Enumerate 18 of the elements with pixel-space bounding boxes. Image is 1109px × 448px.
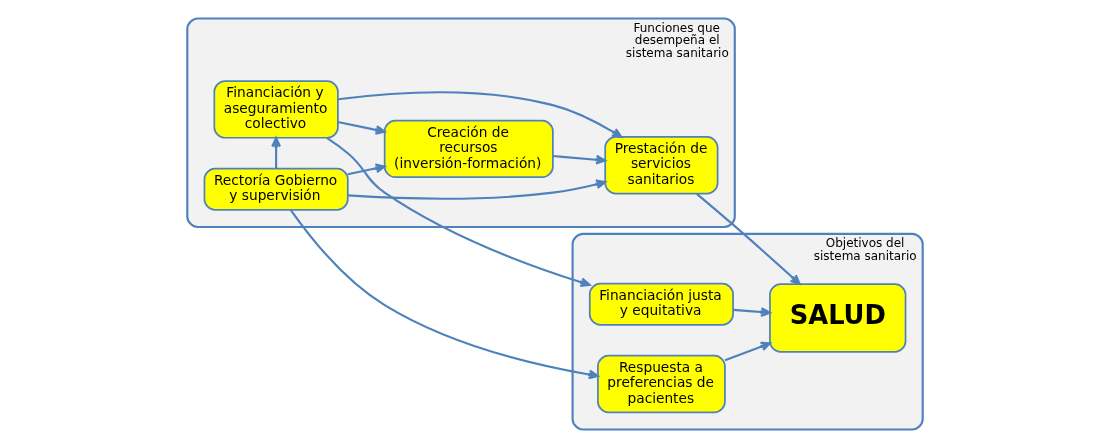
node-box: Financiación justa y equitativa	[588, 282, 734, 326]
arrow	[695, 193, 801, 285]
arrow	[337, 91, 622, 138]
node-box: Rectoría Gobierno y supervisión	[203, 167, 349, 211]
node-box: Financiación y aseguramiento colectivo	[212, 80, 339, 139]
node-box: Creación de recursos (inversión-formación)	[383, 119, 554, 179]
arrow	[724, 341, 771, 362]
arrow	[325, 137, 591, 288]
node-box: SALUD	[768, 283, 906, 353]
node-box: Prestación de servicios sanitarios	[603, 136, 718, 195]
arrow	[552, 154, 606, 165]
arrow	[347, 163, 386, 176]
arrow	[270, 136, 281, 169]
arrow	[347, 179, 606, 200]
arrow	[732, 307, 771, 317]
arrow	[289, 209, 599, 380]
arrow	[337, 121, 386, 135]
node-box: Respuesta a preferencias de pacientes	[596, 354, 726, 414]
